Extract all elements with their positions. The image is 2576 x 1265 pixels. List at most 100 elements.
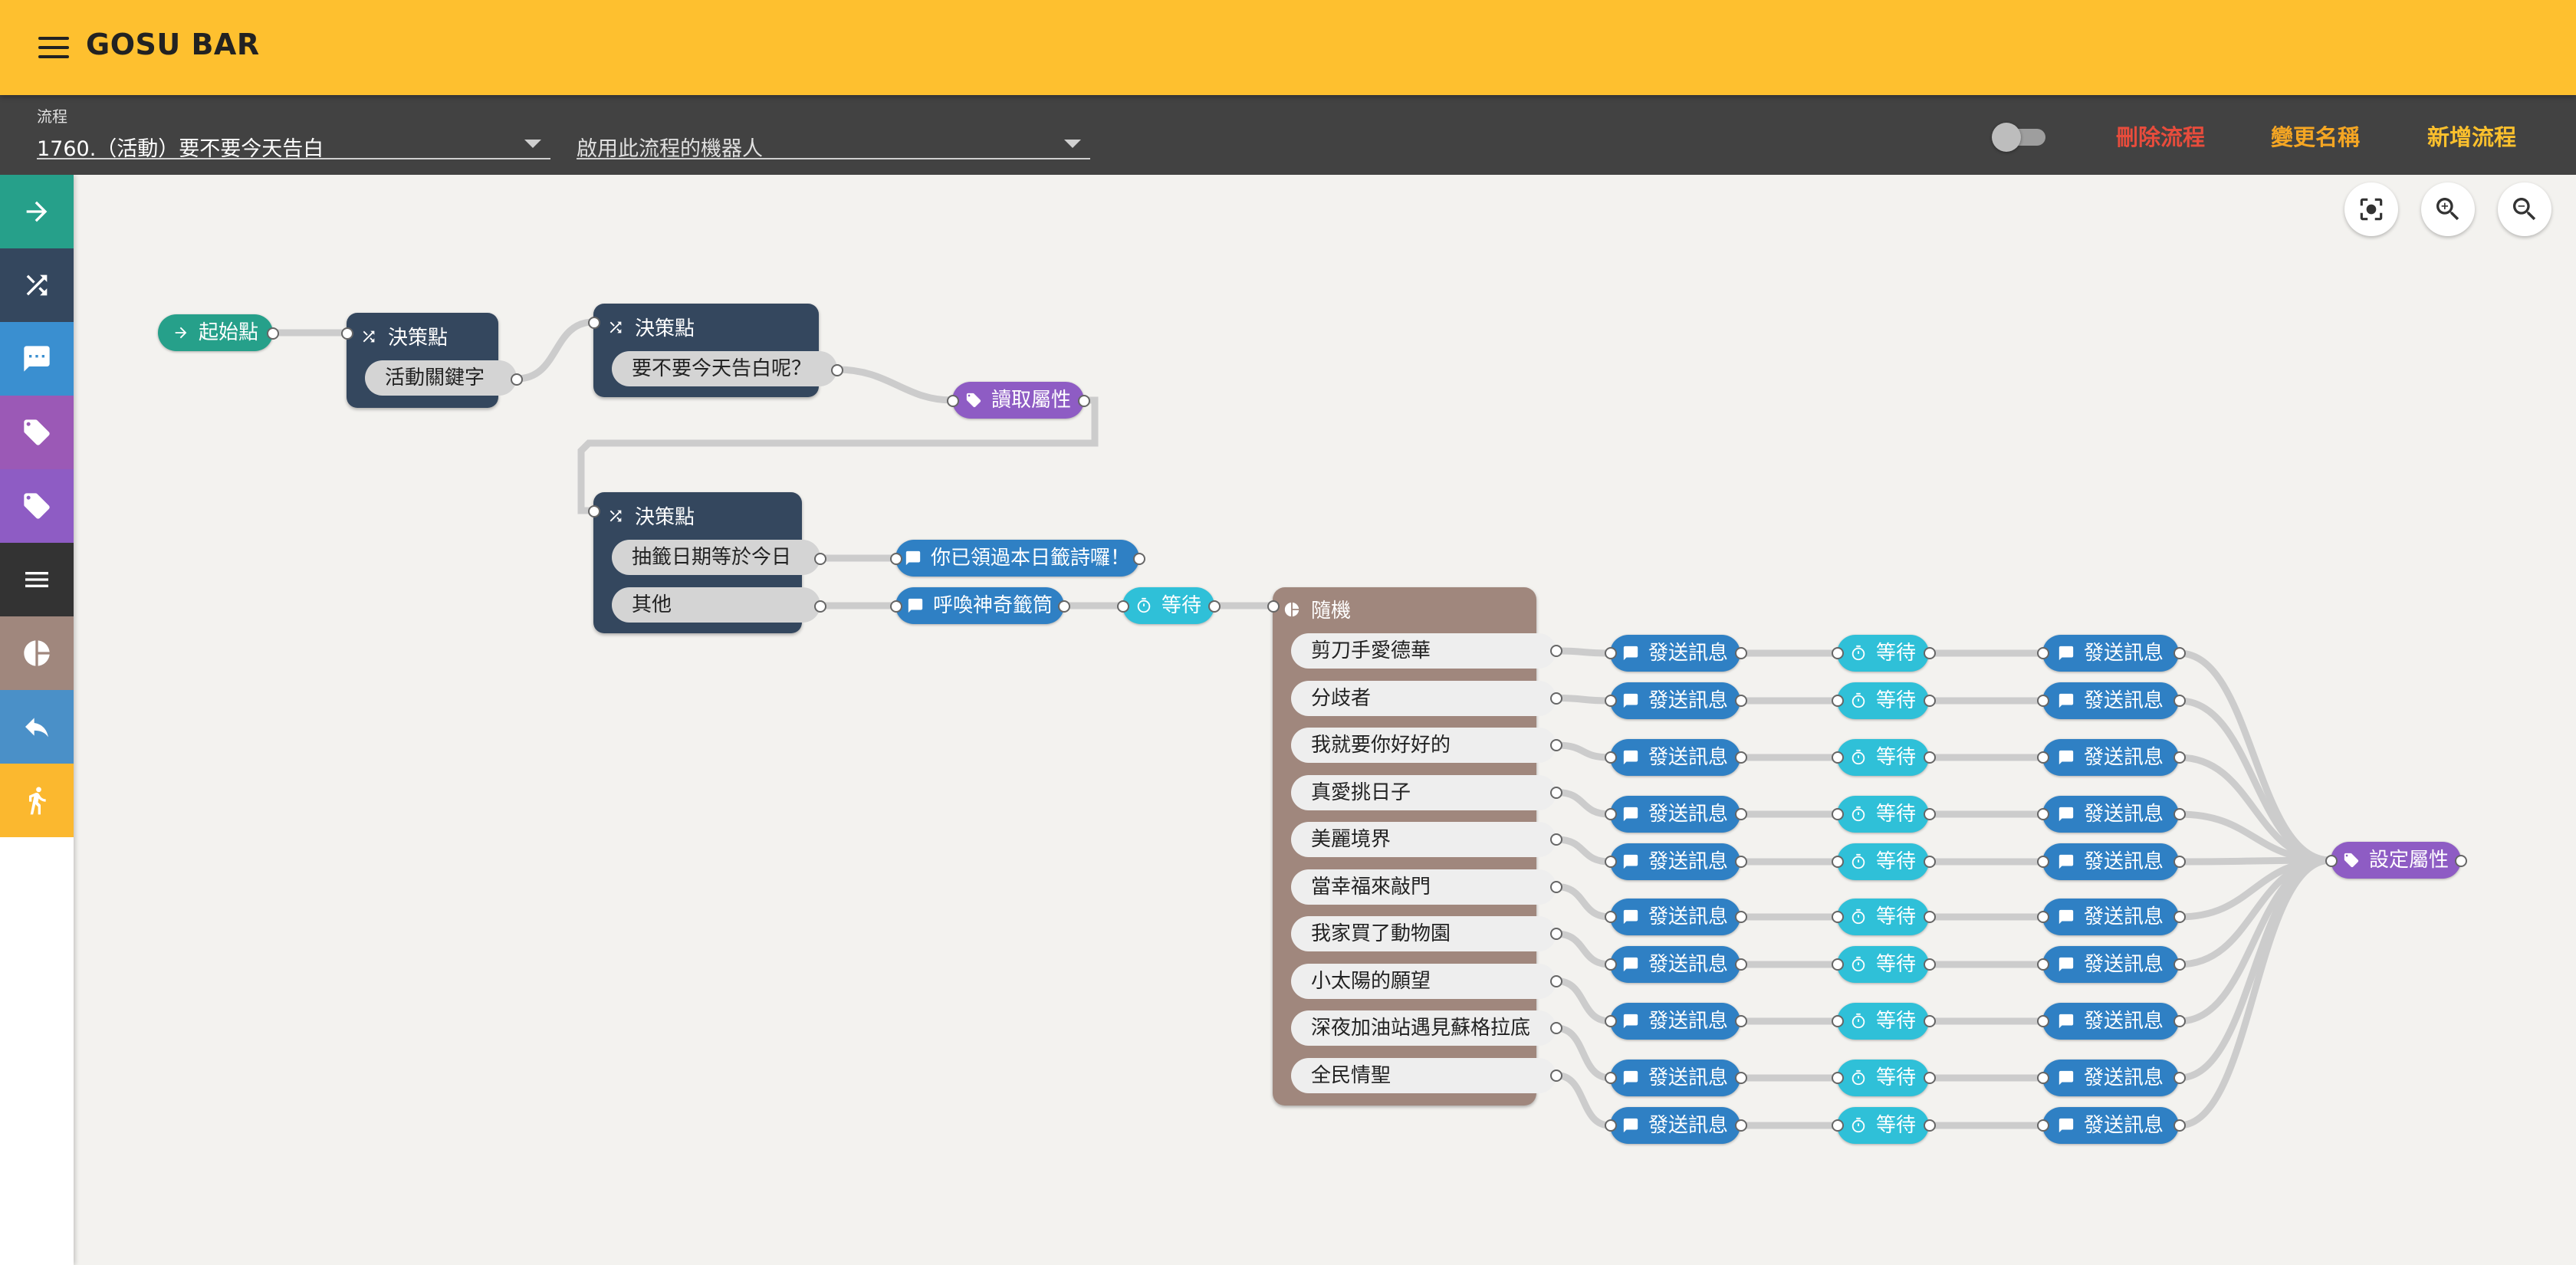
input-port[interactable] [1832,1072,1844,1084]
input-port[interactable] [2037,1072,2049,1084]
output-port[interactable] [1133,553,1145,565]
output-port[interactable] [2455,855,2467,867]
output-port[interactable] [1550,645,1562,657]
input-port[interactable] [1832,856,1844,868]
output-port[interactable] [1924,1119,1936,1132]
wait-node[interactable]: 等待 [1122,587,1214,624]
input-port[interactable] [341,327,353,340]
input-port[interactable] [1605,808,1617,820]
send-message-node[interactable]: 發送訊息 [1610,1107,1740,1144]
send-message-node[interactable]: 發送訊息 [2042,796,2179,833]
output-port[interactable] [1735,911,1747,923]
palette-set-attribute-node[interactable] [0,469,74,543]
send-message-node[interactable]: 發送訊息 [2042,739,2179,776]
send-message-node[interactable]: 發送訊息 [1610,946,1740,983]
output-port[interactable] [1924,808,1936,820]
input-port[interactable] [1832,751,1844,764]
wait-node[interactable]: 等待 [1837,739,1929,776]
random-option[interactable]: 當幸福來敲門 [1291,869,1556,905]
output-port[interactable] [1735,1119,1747,1132]
output-port[interactable] [2174,1072,2186,1084]
input-port[interactable] [2325,855,2338,867]
input-port[interactable] [2037,911,2049,923]
wait-node[interactable]: 等待 [1837,635,1929,672]
output-port[interactable] [1550,1022,1562,1034]
send-message-node[interactable]: 呼喚神奇籤筒 [895,587,1064,624]
output-port[interactable] [1924,911,1936,923]
output-port[interactable] [1078,395,1090,407]
send-message-node[interactable]: 發送訊息 [2042,899,2179,935]
output-port[interactable] [1058,600,1070,613]
output-port[interactable] [1208,600,1221,613]
send-message-node[interactable]: 發送訊息 [2042,946,2179,983]
output-port[interactable] [1550,1069,1562,1082]
input-port[interactable] [1605,856,1617,868]
wait-node[interactable]: 等待 [1837,796,1929,833]
output-port[interactable] [511,373,523,386]
wait-node[interactable]: 等待 [1837,1003,1929,1040]
output-port[interactable] [1924,695,1936,707]
input-port[interactable] [2037,695,2049,707]
input-port[interactable] [2037,1015,2049,1027]
send-message-node[interactable]: 你已領過本日籤詩囉！ [895,540,1139,577]
output-port[interactable] [1924,751,1936,764]
send-message-node[interactable]: 發送訊息 [2042,843,2179,880]
output-port[interactable] [1735,695,1747,707]
input-port[interactable] [1605,911,1617,923]
input-port[interactable] [890,553,902,565]
wait-node[interactable]: 等待 [1837,1107,1929,1144]
output-port[interactable] [1550,692,1562,705]
palette-action-node[interactable] [0,764,74,837]
add-flow-button[interactable]: 新增流程 [2427,124,2517,150]
palette-message-node[interactable] [0,322,74,396]
output-port[interactable] [814,600,826,613]
send-message-node[interactable]: 發送訊息 [1610,739,1740,776]
decision-node[interactable]: 決策點 活動關鍵字 [347,313,517,408]
output-port[interactable] [2174,1015,2186,1027]
output-port[interactable] [267,327,279,340]
decision-option[interactable]: 要不要今天告白呢？ [612,351,837,386]
input-port[interactable] [1832,1119,1844,1132]
send-message-node[interactable]: 發送訊息 [1610,635,1740,672]
start-node[interactable]: 起始點 [158,314,273,351]
send-message-node[interactable]: 發送訊息 [2042,1107,2179,1144]
input-port[interactable] [1605,1072,1617,1084]
input-port[interactable] [1832,1015,1844,1027]
output-port[interactable] [2174,695,2186,707]
random-option[interactable]: 我家買了動物園 [1291,916,1556,951]
input-port[interactable] [1605,647,1617,659]
output-port[interactable] [814,553,826,565]
wait-node[interactable]: 等待 [1837,843,1929,880]
input-port[interactable] [890,600,902,613]
input-port[interactable] [1832,695,1844,707]
input-port[interactable] [947,395,959,407]
decision-node[interactable]: 決策點 抽籤日期等於今日 其他 [593,492,820,633]
input-port[interactable] [588,317,600,329]
wait-node[interactable]: 等待 [1837,899,1929,935]
delete-flow-button[interactable]: 刪除流程 [2116,124,2206,150]
input-port[interactable] [1605,695,1617,707]
random-option[interactable]: 我就要你好好的 [1291,728,1556,763]
wait-node[interactable]: 等待 [1837,946,1929,983]
random-option[interactable]: 剪刀手愛德華 [1291,633,1556,669]
input-port[interactable] [1605,1015,1617,1027]
output-port[interactable] [1550,974,1562,987]
input-port[interactable] [2037,808,2049,820]
input-port[interactable] [2037,958,2049,971]
send-message-node[interactable]: 發送訊息 [2042,1003,2179,1040]
random-option[interactable]: 深夜加油站遇見蘇格拉底 [1291,1010,1556,1046]
input-port[interactable] [1832,808,1844,820]
output-port[interactable] [2174,1119,2186,1132]
output-port[interactable] [2174,856,2186,868]
output-port[interactable] [1735,751,1747,764]
palette-random-node[interactable] [0,616,74,690]
palette-decision-node[interactable] [0,248,74,322]
input-port[interactable] [588,505,600,518]
palette-reply-node[interactable] [0,690,74,764]
wait-node[interactable]: 等待 [1837,1060,1929,1096]
random-option[interactable]: 全民情聖 [1291,1057,1556,1093]
input-port[interactable] [1832,647,1844,659]
output-port[interactable] [2174,911,2186,923]
send-message-node[interactable]: 發送訊息 [1610,796,1740,833]
input-port[interactable] [1267,600,1280,613]
